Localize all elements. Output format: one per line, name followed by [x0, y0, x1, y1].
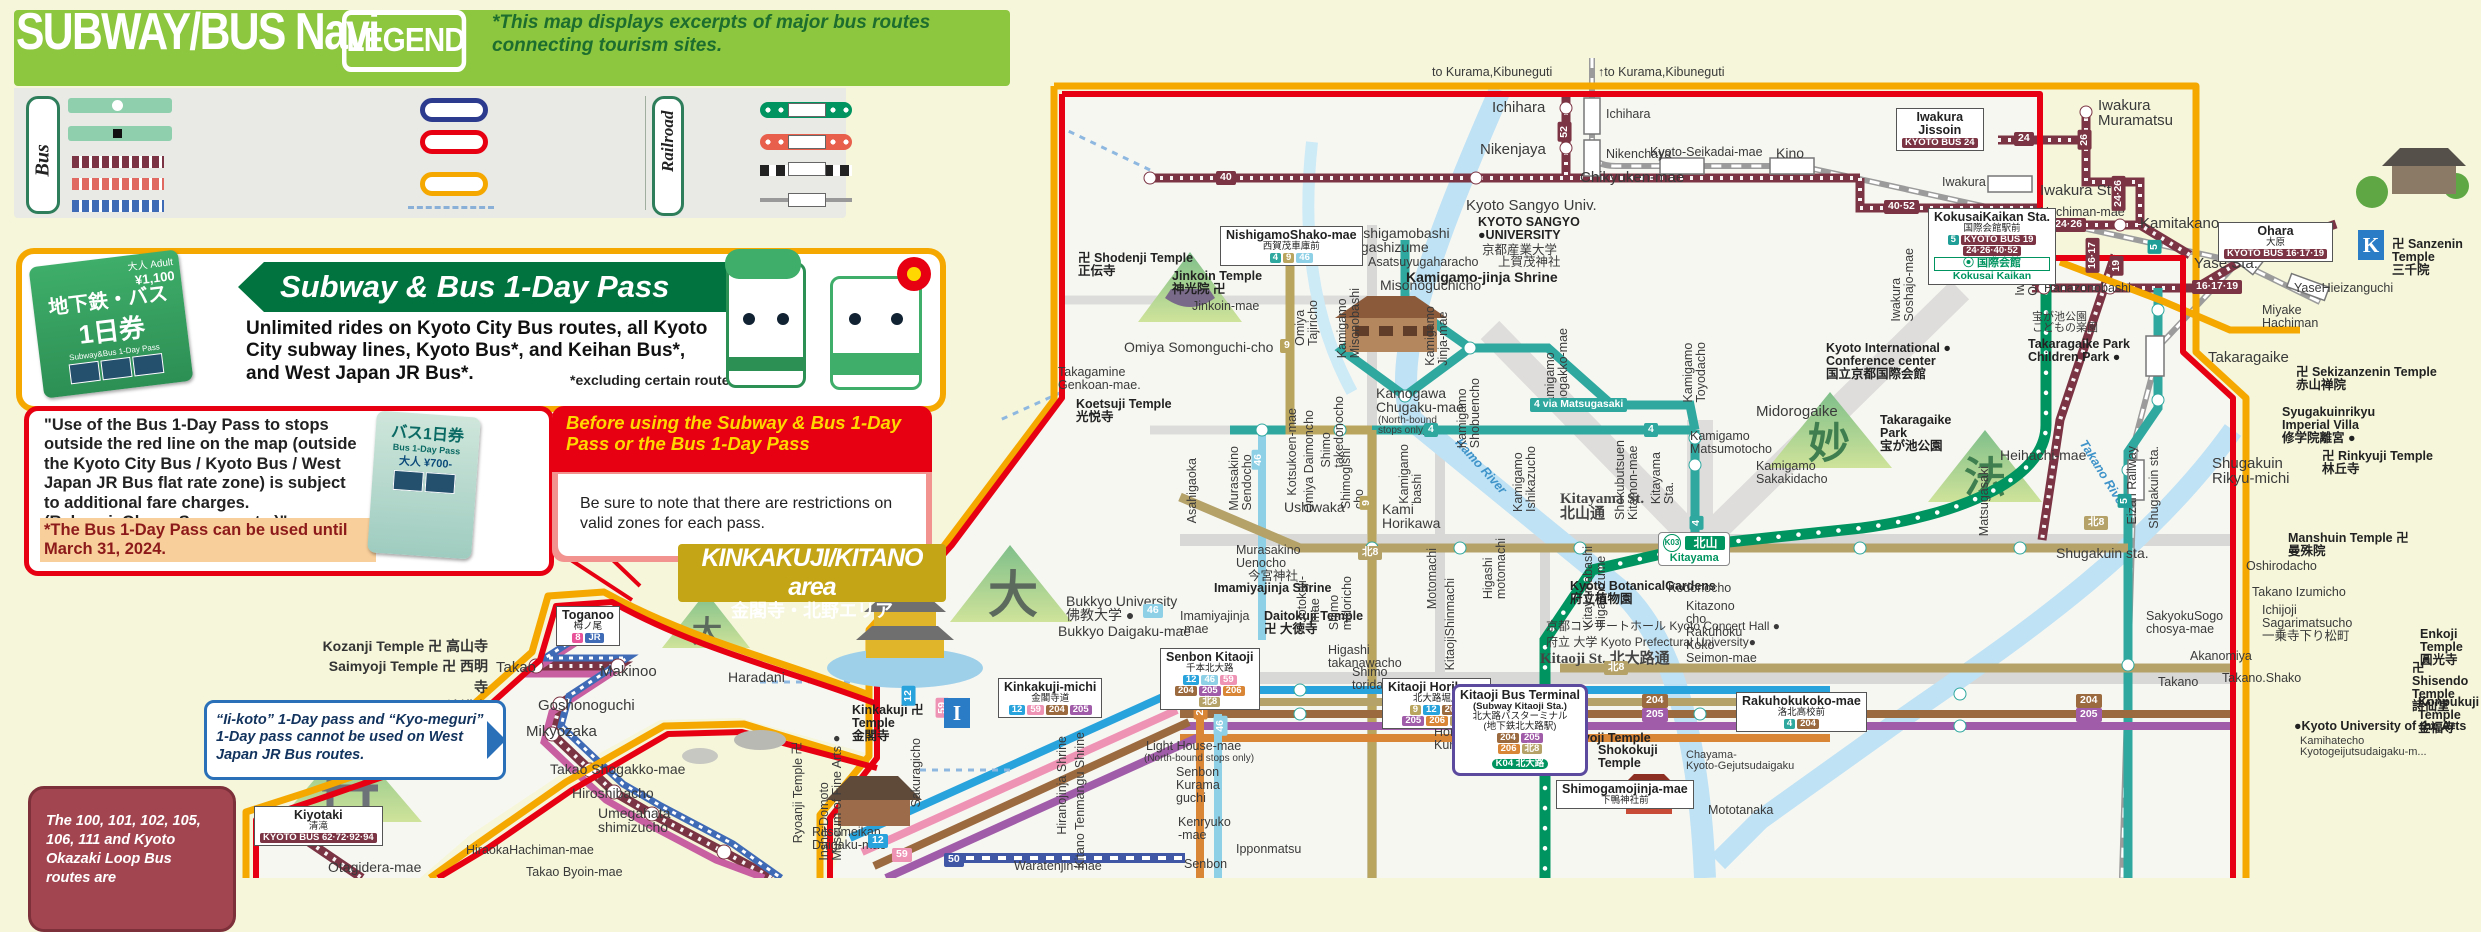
- legend-header: [14, 10, 1010, 86]
- sanzenin-illustration: [2356, 148, 2469, 208]
- header-note: *This map displays excerpts of major bus…: [492, 12, 931, 56]
- legend-badge: LEGEND: [342, 10, 467, 72]
- bus-tab-label: Bus: [31, 144, 54, 177]
- keihan-bus-swatch: [72, 178, 164, 190]
- other-lines-swatch: [408, 206, 494, 209]
- kinkakuji-kitano-area-label: KINKAKUJI/KITANO area 金閣寺・北野エリア: [678, 544, 946, 620]
- before-using-title: Before using the Subway & Bus 1-Day Pass…: [566, 412, 902, 455]
- svg-text:妙: 妙: [1808, 420, 1850, 467]
- railroad-tab-label: Railroad: [658, 110, 677, 172]
- jr-line-swatch: [760, 162, 852, 176]
- bus-pass-card: バス1日券 Bus 1-Day Pass 大人 ¥700-: [367, 410, 481, 560]
- railroad-tab: Railroad: [652, 96, 684, 216]
- kitayama-jp: 北山: [1685, 536, 1726, 551]
- transfer-point-swatch: [420, 98, 488, 122]
- jr-bus-swatch: [72, 200, 164, 212]
- landmarks: [682, 148, 2469, 826]
- karasuma-line-swatch: [760, 102, 852, 118]
- pass-title-banner: Subway & Bus 1-Day Pass: [238, 262, 750, 312]
- separate-fare-swatch: [68, 126, 172, 141]
- page-title: SUBWAY/BUS Navi: [16, 3, 380, 61]
- subway-bus-pass-card: 大人 Adult ¥1,100 地下鉄・バス 1日券 Subway&Bus 1-…: [28, 249, 194, 399]
- warning-text: "Use of the Bus 1-Day Pass to stops outs…: [44, 416, 357, 531]
- flat-rate-swatch: [68, 98, 172, 113]
- iikoto-note-box: [204, 700, 506, 780]
- bus-tab: Bus: [26, 96, 60, 214]
- kitayama-subway-station: K03 北山 Kitayama: [1658, 532, 1731, 567]
- pass-description: Unlimited rides on Kyoto City Bus routes…: [246, 318, 708, 384]
- temple-illustration: [826, 776, 922, 826]
- kitayama-code: K03: [1663, 534, 1681, 552]
- private-railroad-swatch: [760, 193, 852, 207]
- kitayama-en: Kitayama: [1669, 552, 1719, 565]
- pass-note: *excluding certain routes: [570, 372, 738, 388]
- before-using-header: [552, 406, 932, 472]
- warning-highlight: *The Bus 1-Day Pass can be used until Ma…: [40, 518, 376, 562]
- ryoanji-rocks: [734, 730, 786, 750]
- tozai-line-swatch: [760, 134, 852, 150]
- iikoto-note-text: “Ii-koto” 1-Day pass and “Kyo-meguri” 1-…: [216, 712, 484, 763]
- kamigamo-shrine: [1335, 296, 1447, 352]
- legend-divider: [645, 96, 646, 210]
- loop-bus-note-text: The 100, 101, 102, 105, 106, 111 and Kyo…: [46, 813, 201, 886]
- rail-stations: [1583, 97, 2331, 501]
- subway-bus-pass-area-swatch: [420, 172, 488, 196]
- before-using-body-box: [558, 474, 926, 556]
- subway-mascot: [725, 249, 806, 388]
- svg-text:大: 大: [988, 567, 1038, 623]
- area-label-en: KINKAKUJI/KITANO area: [701, 544, 923, 601]
- kyoto-bus-swatch: [72, 156, 164, 168]
- card2-adult: 大人: [398, 455, 422, 469]
- bus-mascot: [830, 257, 931, 390]
- area-label-jp: 金閣寺・北野エリア: [731, 600, 893, 621]
- before-using-body: Be sure to note that there are restricti…: [580, 495, 893, 532]
- city-bus-pass-area-swatch: [420, 130, 488, 154]
- card2-price: ¥700-: [423, 456, 453, 471]
